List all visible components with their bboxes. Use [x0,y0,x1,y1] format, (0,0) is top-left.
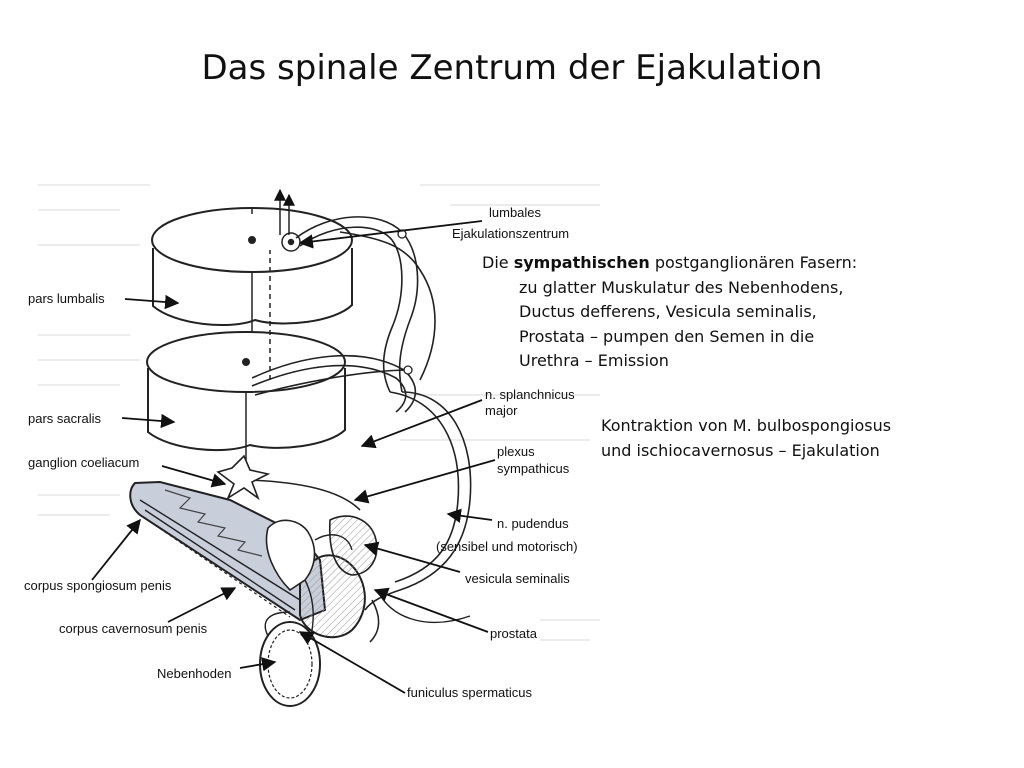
note1-line: zu glatter Muskulatur des Nebenhodens, [519,277,844,297]
note2-line: und ischiocavernosus – Ejakulation [601,440,880,460]
label-plexus: plexus [497,444,535,459]
label-lumbales: lumbales [489,205,542,220]
label-corpus-cavernosum: corpus cavernosum penis [59,621,208,636]
label-ejakulationszentrum: Ejakulationszentrum [452,226,569,241]
note1-line: Prostata – pumpen den Semen in die [519,326,815,346]
prostata-vesicula-shape [265,515,471,643]
ganglion-markers [397,229,413,375]
label-prostata: prostata [490,626,538,641]
spinal-segment-sacralis [146,331,346,460]
background-scan-texture [38,184,600,641]
label-n-splanchnicus: n. splanchnicus [485,387,575,402]
note1-suffix: postganglionären Fasern: [649,253,858,272]
ganglion-coeliacum-shape [216,454,271,501]
note2-line: Kontraktion von M. bulbospongiosus [601,416,892,435]
label-pars-sacralis: pars sacralis [28,411,101,426]
penis-shape [129,480,327,622]
label-vesicula-seminalis: vesicula seminalis [465,571,570,586]
label-funiculus-spermaticus: funiculus spermaticus [407,685,532,700]
note-kontraktion: Kontraktion von M. bulbospongiosus und i… [601,414,981,463]
label-pars-lumbalis: pars lumbalis [28,291,105,306]
ejakulationszentrum [281,232,301,252]
annotation-arrows [91,220,496,694]
label-corpus-spongiosum: corpus spongiosum penis [24,578,172,593]
label-nebenhoden: Nebenhoden [157,666,231,681]
note1-line: Urethra – Emission [519,351,669,370]
label-n-pudendus: n. pudendus [497,516,569,531]
diagram-labels: lumbales Ejakulationszentrum pars lumbal… [24,205,578,700]
note1-line: Ductus defferens, Vesicula seminalis, [519,302,817,321]
note1-bold: sympathischen [513,253,650,272]
label-sensibel-motorisch: (sensibel und motorisch) [436,539,578,554]
note-sympathische-fasern: Die sympathischen postganglionären Faser… [482,251,912,374]
ascending-tracts [269,188,295,380]
slide-title: Das spinale Zentrum der Ejakulation [201,48,823,88]
label-major: major [485,403,518,418]
note1-prefix: Die [482,253,514,272]
label-sympathicus: sympathicus [497,461,570,476]
label-ganglion-coeliacum: ganglion coeliacum [28,455,139,470]
spinal-segment-lumbalis [151,207,353,340]
